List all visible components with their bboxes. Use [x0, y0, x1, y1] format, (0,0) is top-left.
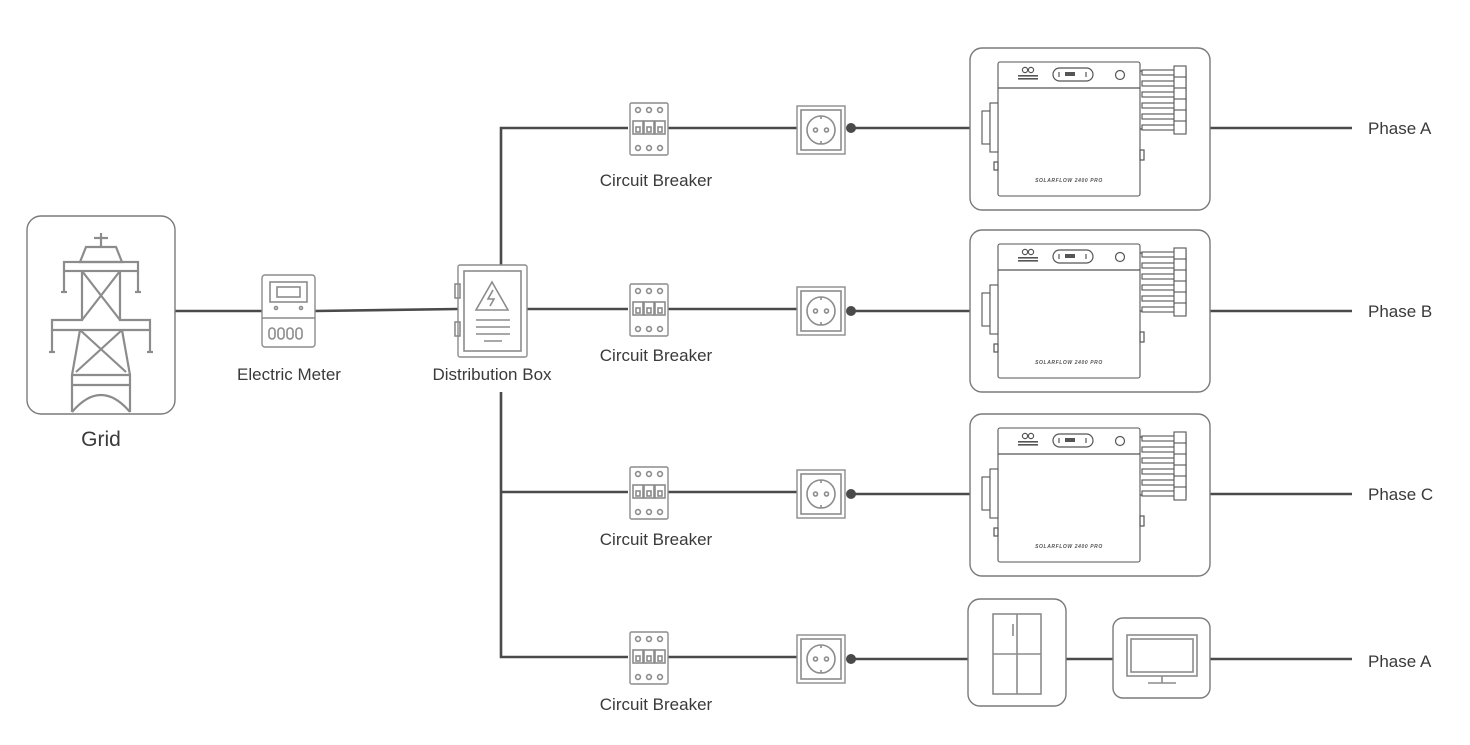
phase-label: Phase C	[1368, 485, 1433, 504]
circuit-breaker-label: Circuit Breaker	[600, 346, 713, 365]
socket-icon	[796, 105, 846, 155]
solarflow-inverter-icon	[969, 229, 1211, 393]
circuit-breaker-icon	[629, 283, 669, 337]
circuit-breaker-label: Circuit Breaker	[600, 695, 713, 714]
circuit-breaker-icon	[629, 466, 669, 520]
branch-4: Circuit Breaker Phase A	[600, 598, 1432, 714]
circuit-breaker-label: Circuit Breaker	[600, 171, 713, 190]
branch-3: Circuit Breaker Phase C	[600, 413, 1433, 577]
circuit-breaker-icon	[629, 102, 669, 156]
branch-1: Circuit Breaker Phase A	[600, 47, 1432, 211]
socket-icon	[796, 286, 846, 336]
electric-meter-icon	[261, 274, 316, 348]
electric-meter-label: Electric Meter	[237, 365, 341, 384]
refrigerator-icon	[967, 598, 1067, 707]
phase-label: Phase A	[1368, 652, 1432, 671]
monitor-icon	[1112, 617, 1211, 699]
grid-node	[26, 215, 176, 415]
transmission-tower-icon	[49, 233, 153, 413]
circuit-breaker-label: Circuit Breaker	[600, 530, 713, 549]
phase-label: Phase B	[1368, 302, 1432, 321]
circuit-breaker-icon	[629, 631, 669, 685]
distribution-box-icon	[454, 264, 528, 358]
solarflow-inverter-icon	[969, 47, 1211, 211]
grid-label: Grid	[81, 428, 121, 451]
wires	[175, 123, 1352, 664]
distribution-box-label: Distribution Box	[432, 365, 552, 384]
solarflow-inverter-icon	[969, 413, 1211, 577]
socket-icon	[796, 469, 846, 519]
phase-label: Phase A	[1368, 119, 1432, 138]
socket-icon	[796, 634, 846, 684]
branch-2: Circuit Breaker Phase B	[600, 229, 1432, 393]
